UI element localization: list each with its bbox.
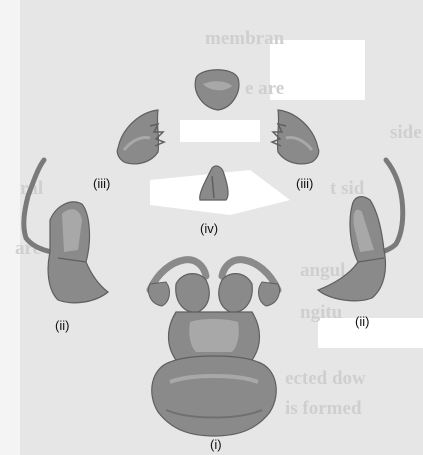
label-maxilla-right: (ii): [355, 314, 369, 329]
hypopharynx-part: [200, 166, 228, 200]
label-maxilla-left: (ii): [55, 318, 69, 333]
maxilla-right-part: [318, 160, 403, 301]
label-mandible-right: (iii): [296, 176, 313, 191]
label-mandible-left: (iii): [93, 176, 110, 191]
label-hypopharynx: (iv): [200, 221, 218, 236]
mandible-left-part: [117, 110, 164, 164]
label-labium: (i): [210, 437, 222, 452]
mandible-right-part: [272, 110, 319, 164]
labium-part: [149, 260, 280, 436]
labrum-part: [195, 70, 239, 110]
